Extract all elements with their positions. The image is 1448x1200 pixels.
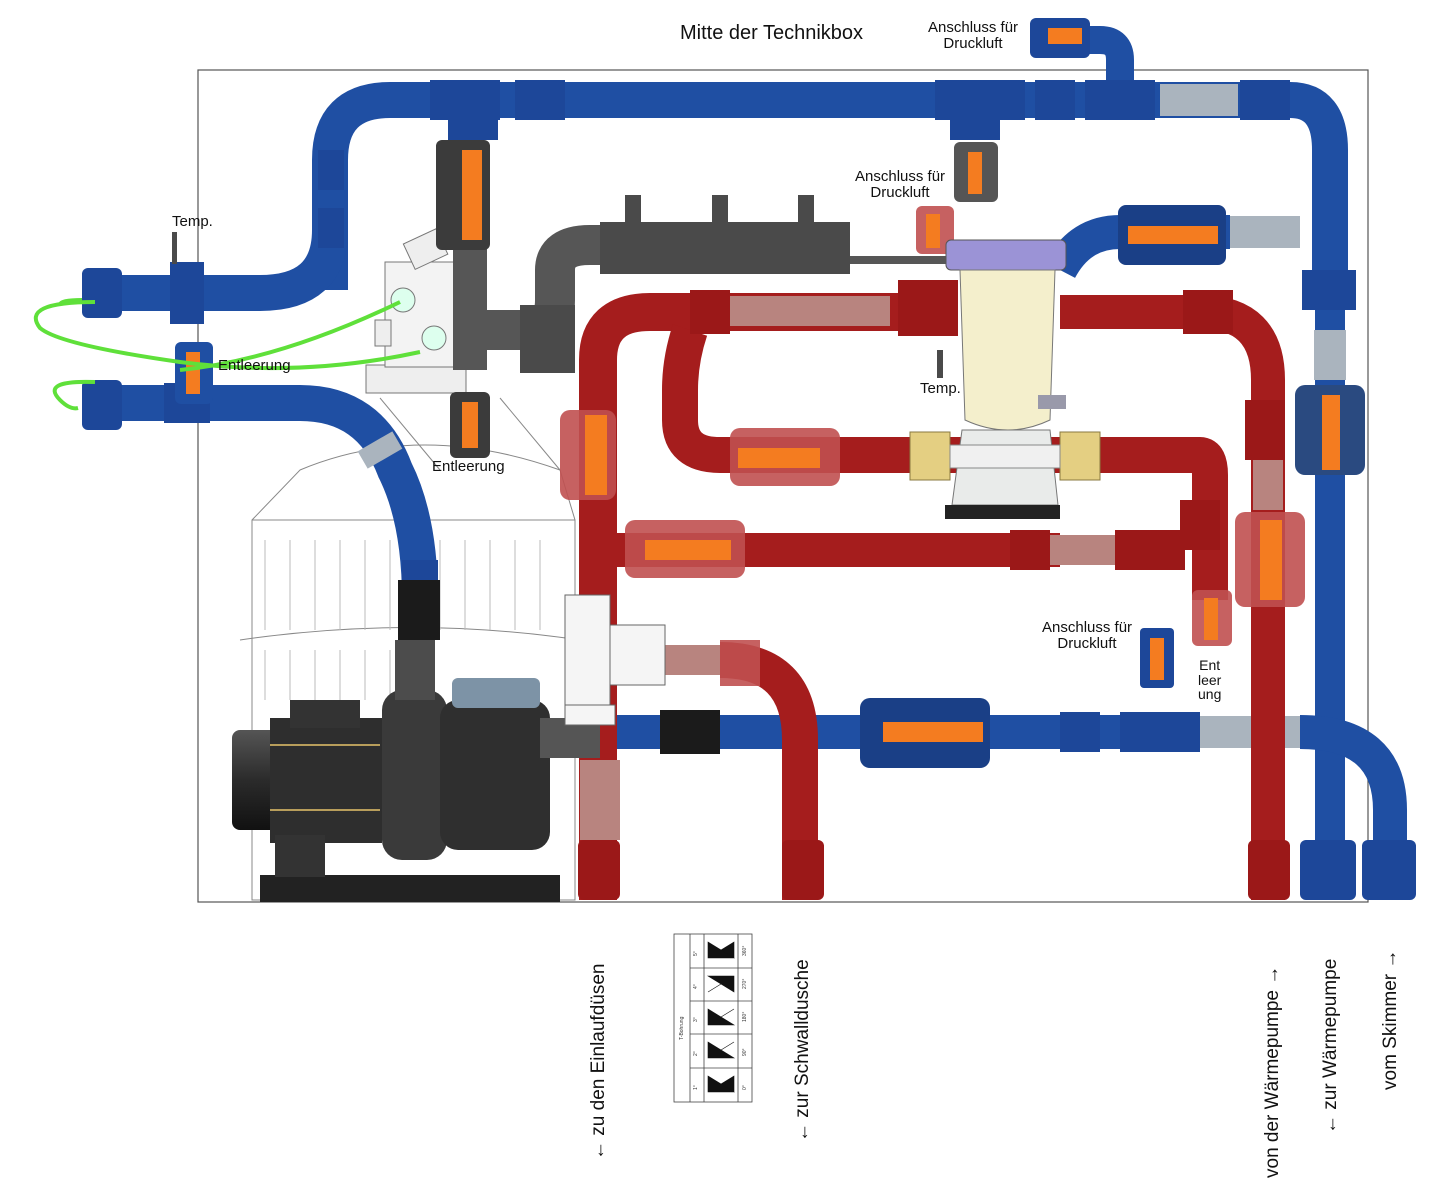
label-druckluft-bottom-line1: Anschluss für bbox=[1042, 619, 1133, 636]
valve-table-angle-5: 360° bbox=[742, 945, 748, 956]
outlet-von-waermepumpe: von der Wärmepumpe → bbox=[1262, 965, 1283, 1178]
technikbox-outline bbox=[197, 69, 1369, 903]
outlet-einlaufduesen: ← zu den Einlaufdüsen bbox=[588, 963, 609, 1160]
transition-pieces bbox=[357, 84, 1346, 748]
label-entleerung-left: Entleerung bbox=[218, 357, 291, 374]
valve-table-angle-3: 180° bbox=[742, 1011, 748, 1022]
valve-table-pos-5: 5° bbox=[693, 951, 699, 956]
multiport-valve bbox=[365, 228, 467, 394]
label-temp-left: Temp. bbox=[172, 213, 213, 230]
chlorinator-housing bbox=[909, 239, 1101, 519]
valve-table-pos-4: 4° bbox=[693, 984, 699, 989]
valve-table-angle-2: 90° bbox=[742, 1048, 748, 1056]
outlet-vom-skimmer: vom Skimmer → bbox=[1380, 949, 1401, 1090]
black-couplings bbox=[398, 580, 720, 754]
label-druckluft-bottom-line2: Druckluft bbox=[1057, 634, 1117, 652]
valve-table-pos-3: 3° bbox=[693, 1017, 699, 1022]
label-entleerung-right-line1: Ent bbox=[1199, 657, 1221, 673]
red-pipe-network bbox=[579, 293, 1285, 900]
page-title: Mitte der Technikbox bbox=[680, 22, 864, 44]
outlet-schwalldusche: ← zur Schwalldusche bbox=[792, 959, 813, 1142]
valve-table-caption: T-Bohrung bbox=[679, 1016, 685, 1040]
label-temp-right: Temp. bbox=[920, 380, 961, 397]
green-hoses bbox=[33, 298, 421, 411]
valve-table-angle-4: 270° bbox=[742, 978, 748, 989]
label-druckluft-top-line2: Druckluft bbox=[943, 34, 1003, 52]
red-transitions bbox=[580, 296, 1283, 840]
red-fittings bbox=[578, 280, 1290, 900]
valve-table-symbols bbox=[706, 941, 736, 1093]
label-druckluft-top: Anschluss für Druckluft bbox=[928, 20, 1018, 52]
label-druckluft-mid: Anschluss für Druckluft bbox=[855, 169, 945, 201]
valve-table-angle-1: 0° bbox=[742, 1085, 748, 1090]
valve-table-pos-2: 2° bbox=[693, 1051, 699, 1056]
label-entleerung-filter: Entleerung bbox=[432, 458, 505, 475]
valve-table-pos-1: 1° bbox=[693, 1085, 699, 1090]
label-druckluft-mid-line1: Anschluss für bbox=[855, 168, 946, 185]
label-entleerung-right-line2: leer bbox=[1198, 671, 1222, 688]
label-druckluft-bottom: Anschluss für Druckluft bbox=[1042, 620, 1132, 652]
pump-motor bbox=[232, 640, 600, 902]
label-entleerung-right: Ent leer ung bbox=[1198, 658, 1221, 702]
label-entleerung-right-line3: ung bbox=[1198, 686, 1222, 703]
label-druckluft-mid-line2: Druckluft bbox=[870, 183, 930, 201]
diverter-valve bbox=[564, 594, 666, 726]
label-druckluft-top-line1: Anschluss für bbox=[928, 19, 1019, 36]
outlet-zur-waermepumpe: ← zur Wärmepumpe bbox=[1320, 958, 1341, 1134]
valve-orange-inserts bbox=[186, 28, 1340, 742]
gray-fittings bbox=[172, 195, 943, 378]
